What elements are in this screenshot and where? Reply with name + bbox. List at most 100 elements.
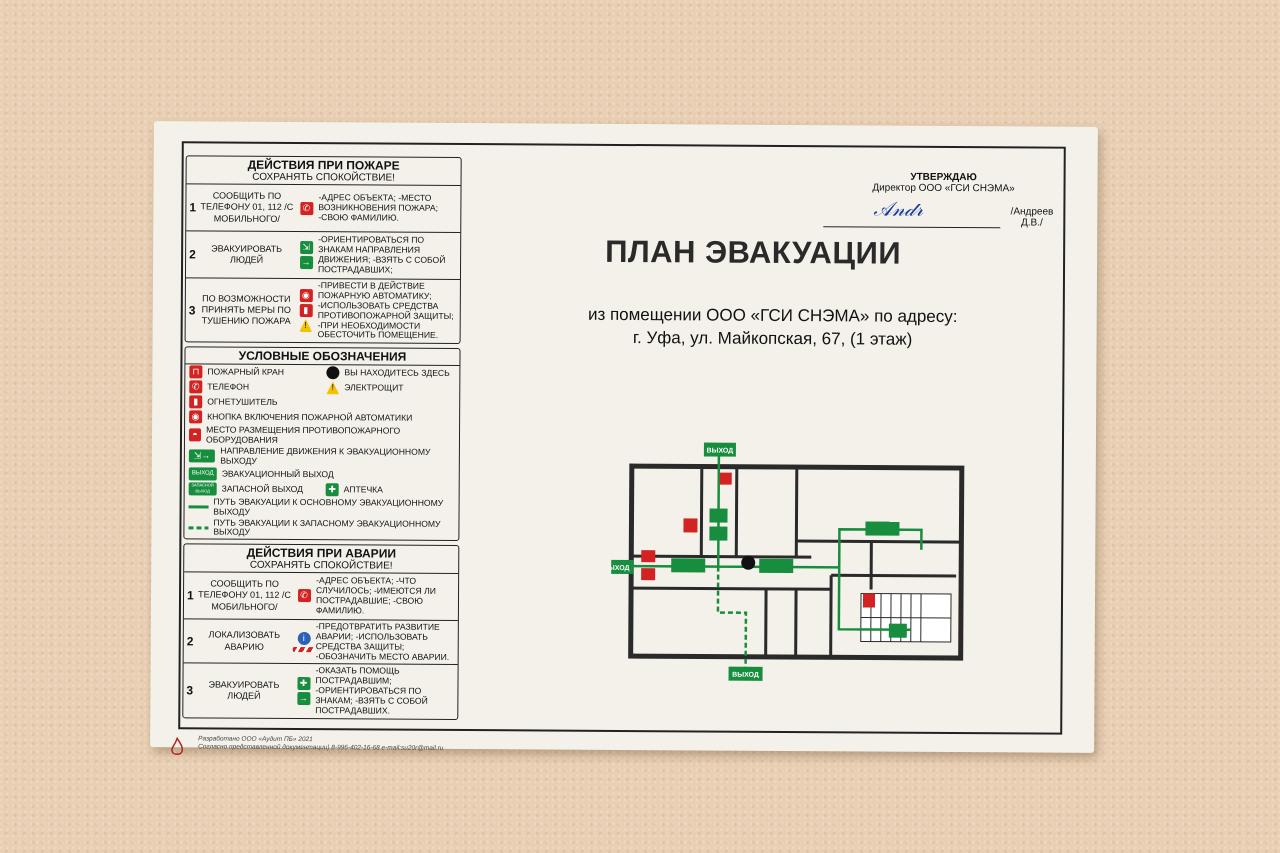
floor-plan: ВЫХОД ВЫХОД ВЫХОД (610, 442, 965, 681)
legend-main-path: ПУТЬ ЭВАКУАЦИИ К ОСНОВНОМУ ЭВАКУАЦИОННОМ… (213, 496, 444, 517)
first-aid-icon: ✚ (325, 483, 339, 497)
info-icon: i (297, 631, 311, 645)
exit-arrow-icon: → (299, 256, 313, 270)
phone-icon (683, 518, 698, 533)
fire-step-3: 3 ПО ВОЗМОЖНОСТИ ПРИНЯТЬ МЕРЫ ПО ТУШЕНИЮ… (186, 278, 460, 343)
fire-equipment-icon: ◓ (188, 428, 202, 442)
extinguisher-icon (862, 593, 876, 608)
step-details: -ОКАЗАТЬ ПОМОЩЬ ПОСТРАДАВШИМ; -ОРИЕНТИРО… (315, 665, 428, 716)
footer: Разработано ООО «Аудит ПБ» 2021 Согласно… (180, 735, 443, 753)
accident-step-2: 2 ЛОКАЛИЗОВАТЬ АВАРИЮ i -ПРЕДОТВРАТИТЬ Р… (183, 619, 458, 666)
subtitle-line-1: из помещении ООО «ГСИ СНЭМА» по адресу: (587, 304, 958, 327)
legend-you-are-here: ВЫ НАХОДИТЕСЬ ЗДЕСЬ (344, 367, 450, 378)
fire-step-2: 2 ЭВАКУИРОВАТЬ ЛЮДЕЙ ⇲ → -ОРИЕНТИРОВАТЬС… (185, 231, 461, 280)
signature: 𝒜𝓃𝒹𝓇 (873, 196, 924, 221)
fire-actions-title: ДЕЙСТВИЯ ПРИ ПОЖАРЕ (247, 157, 400, 173)
subtitle-line-2: г. Уфа, ул. Майкопская, 67, (1 этаж) (632, 327, 913, 349)
spare-evac-path (716, 566, 748, 671)
exit-arrow-icon (709, 526, 728, 541)
step-action: ЭВАКУИРОВАТЬ ЛЮДЕЙ (211, 243, 283, 265)
fire-actions-subtitle: СОХРАНЯТЬ СПОКОЙСТВИЕ! (252, 171, 395, 184)
alarm-button-icon (641, 550, 656, 563)
step-number: 2 (186, 633, 194, 648)
step-details: -АДРЕС ОБЪЕКТА; -МЕСТО ВОЗНИКНОВЕНИЯ ПОЖ… (318, 192, 439, 223)
exit-sign-south: ВЫХОД (728, 666, 763, 681)
electrical-warning-icon: ! (326, 381, 339, 394)
alarm-button-icon (719, 472, 732, 485)
legend-phone: ТЕЛЕФОН (207, 381, 250, 392)
legend-alarm-button: КНОПКА ВКЛЮЧЕНИЯ ПОЖАРНОЙ АВТОМАТИКИ (207, 411, 413, 423)
approval-name: /Андреев Д.В./ (1010, 206, 1054, 229)
main-path-line-icon (188, 505, 209, 509)
exit-arrow-icon (709, 508, 728, 523)
legend-electrical: ЭЛЕКТРОЩИТ (344, 382, 404, 393)
fire-actions-header: ДЕЙСТВИЯ ПРИ ПОЖАРЕ СОХРАНЯТЬ СПОКОЙСТВИ… (186, 156, 461, 186)
spare-exit-sign-icon: ЗАПАСНОЙ ВЫХОД (188, 482, 217, 496)
exit-sign-west: ВЫХОД (610, 559, 634, 575)
legend-box: УСЛОВНЫЕ ОБОЗНАЧЕНИЯ ⊓ПОЖАРНЫЙ КРАН ✆ТЕЛ… (183, 346, 461, 541)
fire-step-1: 1 СООБЩИТЬ ПО ТЕЛЕФОНУ 01, 112 /С МОБИЛЬ… (186, 184, 461, 233)
extinguisher-icon: ▮ (189, 395, 203, 409)
accident-step-1: 1 СООБЩИТЬ ПО ТЕЛЕФОНУ 01, 112 /С МОБИЛЬ… (183, 572, 459, 621)
fire-hydrant-icon: ⊓ (189, 365, 203, 379)
alarm-button-icon: ◉ (299, 289, 313, 303)
exit-label: ВЫХОД (732, 672, 759, 679)
legend-direction: НАПРАВЛЕНИЕ ДВИЖЕНИЯ К ЭВАКУАЦИОННОМУ ВЫ… (220, 445, 431, 466)
instructions-column: ДЕЙСТВИЯ ПРИ ПОЖАРЕ СОХРАНЯТЬ СПОКОЙСТВИ… (180, 155, 463, 727)
hazard-tape-icon (292, 646, 315, 652)
legend-exit: ЭВАКУАЦИОННЫЙ ВЫХОД (221, 468, 334, 480)
legend-extinguisher: ОГНЕТУШИТЕЛЬ (207, 396, 278, 407)
step-action: ЭВАКУИРОВАТЬ ЛЮДЕЙ (208, 679, 280, 701)
accident-actions-title: ДЕЙСТВИЯ ПРИ АВАРИИ (246, 545, 397, 561)
step-number: 3 (186, 683, 194, 698)
legend-spare-path: ПУТЬ ЭВАКУАЦИИ К ЗАПАСНОМУ ЭВАКУАЦИОННОМ… (213, 517, 441, 538)
phone-icon: ✆ (299, 201, 313, 215)
step-details: -ПРИВЕСТИ В ДЕЙСТВИЕ ПОЖАРНУЮ АВТОМАТИКУ… (317, 280, 454, 341)
flame-logo-icon (171, 737, 184, 756)
footer-contacts: Согласно представленной документации) 8-… (198, 743, 444, 753)
step-number: 3 (188, 302, 196, 318)
step-details: -ОРИЕНТИРОВАТЬСЯ ПО ЗНАКАМ НАПРАВЛЕНИЯ Д… (317, 234, 446, 275)
exit-sign-icon: ВЫХОД (188, 467, 217, 481)
exit-arrow-icon (888, 623, 907, 638)
main-evac-path-stairs (837, 567, 911, 632)
step-details: -АДРЕС ОБЪЕКТА; -ЧТО СЛУЧИЛОСЬ; -ИМЕЮТСЯ… (315, 575, 436, 616)
alarm-button-icon: ◉ (189, 410, 203, 424)
exit-label: ВЫХОД (707, 448, 734, 455)
approval-block: УТВЕРЖДАЮ Директор ООО «ГСИ СНЭМА» 𝒜𝓃𝒹𝓇 … (823, 171, 1063, 229)
direction-arrow-icon: ⇲→ (188, 449, 216, 463)
you-are-here-marker (741, 555, 756, 570)
direction-arrow-icon (671, 558, 706, 573)
exit-label: ВЫХОД (611, 565, 630, 572)
legend-equipment: МЕСТО РАЗМЕЩЕНИЯ ПРОТИВОПОЖАРНОГО ОБОРУД… (206, 424, 401, 445)
spare-path-line-icon (188, 526, 209, 530)
legend-title: УСЛОВНЫЕ ОБОЗНАЧЕНИЯ (238, 348, 407, 364)
exit-sign-north: ВЫХОД (703, 442, 736, 457)
phone-icon: ✆ (297, 589, 311, 603)
evacuation-plan-board: ДЕЙСТВИЯ ПРИ ПОЖАРЕ СОХРАНЯТЬ СПОКОЙСТВИ… (150, 121, 1098, 756)
step-action: ЛОКАЛИЗОВАТЬ АВАРИЮ (208, 629, 281, 652)
fire-actions-box: ДЕЙСТВИЯ ПРИ ПОЖАРЕ СОХРАНЯТЬ СПОКОЙСТВИ… (184, 155, 462, 345)
phone-icon: ✆ (189, 380, 203, 394)
accident-actions-header: ДЕЙСТВИЯ ПРИ АВАРИИ СОХРАНЯТЬ СПОКОЙСТВИ… (184, 544, 459, 574)
step-action: ПО ВОЗМОЖНОСТИ ПРИНЯТЬ МЕРЫ ПО ТУШЕНИЮ П… (201, 293, 291, 327)
you-are-here-icon (326, 366, 340, 380)
approval-position: Директор ООО «ГСИ СНЭМА» (872, 182, 1015, 195)
step-number: 1 (186, 588, 194, 603)
step-action: СООБЩИТЬ ПО ТЕЛЕФОНУ 01, 112 /С МОБИЛЬНО… (200, 190, 294, 224)
subtitle: из помещении ООО «ГСИ СНЭМА» по адресу: … (543, 304, 1003, 353)
accident-step-3: 3 ЭВАКУИРОВАТЬ ЛЮДЕЙ ✚ → -ОКАЗАТЬ ПОМОЩЬ… (183, 664, 457, 719)
legend-first-aid: АПТЕЧКА (343, 484, 383, 495)
direction-arrow-icon (865, 521, 900, 536)
legend-header: УСЛОВНЫЕ ОБОЗНАЧЕНИЯ (185, 347, 460, 367)
exit-arrow-icon: → (296, 692, 310, 706)
extinguisher-icon (641, 568, 656, 581)
step-details: -ПРЕДОТВРАТИТЬ РАЗВИТИЕ АВАРИИ; -ИСПОЛЬЗ… (315, 620, 450, 662)
signature-line: 𝒜𝓃𝒹𝓇 (823, 197, 1001, 229)
accident-actions-box: ДЕЙСТВИЯ ПРИ АВАРИИ СОХРАНЯТЬ СПОКОЙСТВИ… (182, 543, 460, 720)
step-action: СООБЩИТЬ ПО ТЕЛЕФОНУ 01, 112 /С МОБИЛЬНО… (198, 578, 291, 612)
legend-spare-exit: ЗАПАСНОЙ ВЫХОД (221, 483, 304, 494)
extinguisher-icon: ▮ (299, 304, 313, 318)
direction-arrow-icon (759, 558, 794, 574)
accident-actions-subtitle: СОХРАНЯТЬ СПОКОЙСТВИЕ! (249, 559, 393, 572)
